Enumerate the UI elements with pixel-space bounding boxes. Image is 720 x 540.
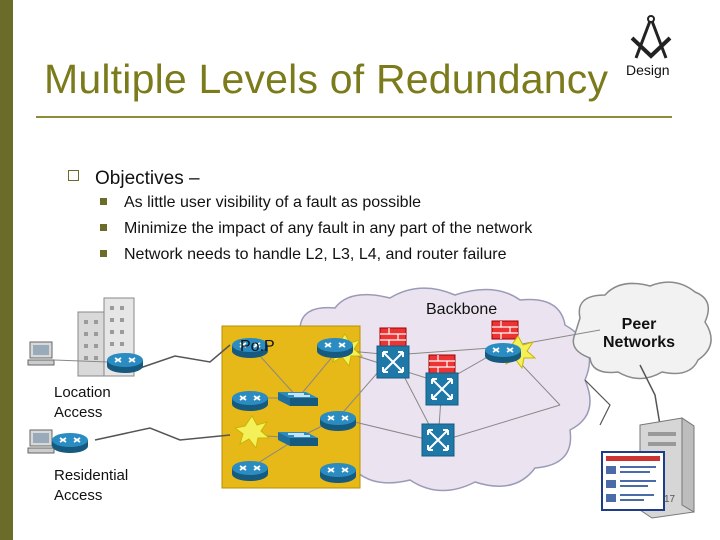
location-access-label-line2: Access — [54, 404, 102, 421]
router-icon — [484, 342, 522, 364]
residential-access-label-line2: Access — [54, 487, 102, 504]
objectives-heading: Objectives – — [68, 168, 200, 190]
pc-icon — [27, 429, 55, 454]
web-page-thumbnail — [601, 451, 665, 511]
peer-label-line1: Peer — [622, 316, 657, 333]
peer-link — [639, 364, 661, 426]
square-bullet-icon — [100, 224, 107, 231]
square-bullet-icon — [100, 250, 107, 257]
peer-link — [584, 379, 611, 426]
peer-label-line2: Networks — [603, 334, 675, 351]
objective-item-text: As little user visibility of a fault as … — [124, 194, 422, 211]
compass-square-icon — [630, 15, 672, 59]
design-badge: Design — [626, 62, 670, 78]
router-icon — [51, 432, 89, 454]
access-link — [94, 427, 231, 441]
lan-link — [53, 359, 109, 363]
peer-networks-cloud — [572, 281, 712, 380]
objectives-heading-text: Objectives – — [95, 168, 200, 189]
square-bullet-icon — [100, 198, 107, 205]
router-icon — [231, 390, 269, 412]
backbone-label: Backbone — [426, 301, 497, 318]
objective-item: Network needs to handle L2, L3, L4, and … — [100, 246, 506, 264]
backbone-switch-icon — [376, 345, 410, 379]
residential-access-label-line1: Residential — [54, 467, 128, 484]
hollow-bullet-icon — [68, 170, 79, 181]
firewall-icon — [491, 320, 519, 340]
router-icon — [231, 460, 269, 482]
pop-label: Po.P — [240, 338, 275, 355]
slide-number: 17 — [664, 494, 676, 505]
left-accent-bar — [0, 0, 13, 540]
objective-item: Minimize the impact of any fault in any … — [100, 220, 532, 238]
location-access-label-line1: Location — [54, 384, 111, 401]
objective-item-text: Minimize the impact of any fault in any … — [124, 220, 533, 237]
objective-item-text: Network needs to handle L2, L3, L4, and … — [124, 246, 507, 263]
backbone-switch-icon — [425, 372, 459, 406]
access-link — [139, 344, 231, 369]
objective-item: As little user visibility of a fault as … — [100, 194, 421, 212]
router-icon — [316, 337, 354, 359]
router-icon — [319, 410, 357, 432]
router-icon — [319, 462, 357, 484]
slide-title: Multiple Levels of Redundancy — [44, 56, 609, 102]
router-icon — [106, 352, 144, 374]
backbone-switch-icon — [421, 423, 455, 457]
firewall-icon — [428, 354, 456, 374]
firewall-icon — [379, 327, 407, 347]
title-underline — [36, 116, 672, 118]
pc-icon — [27, 341, 55, 366]
